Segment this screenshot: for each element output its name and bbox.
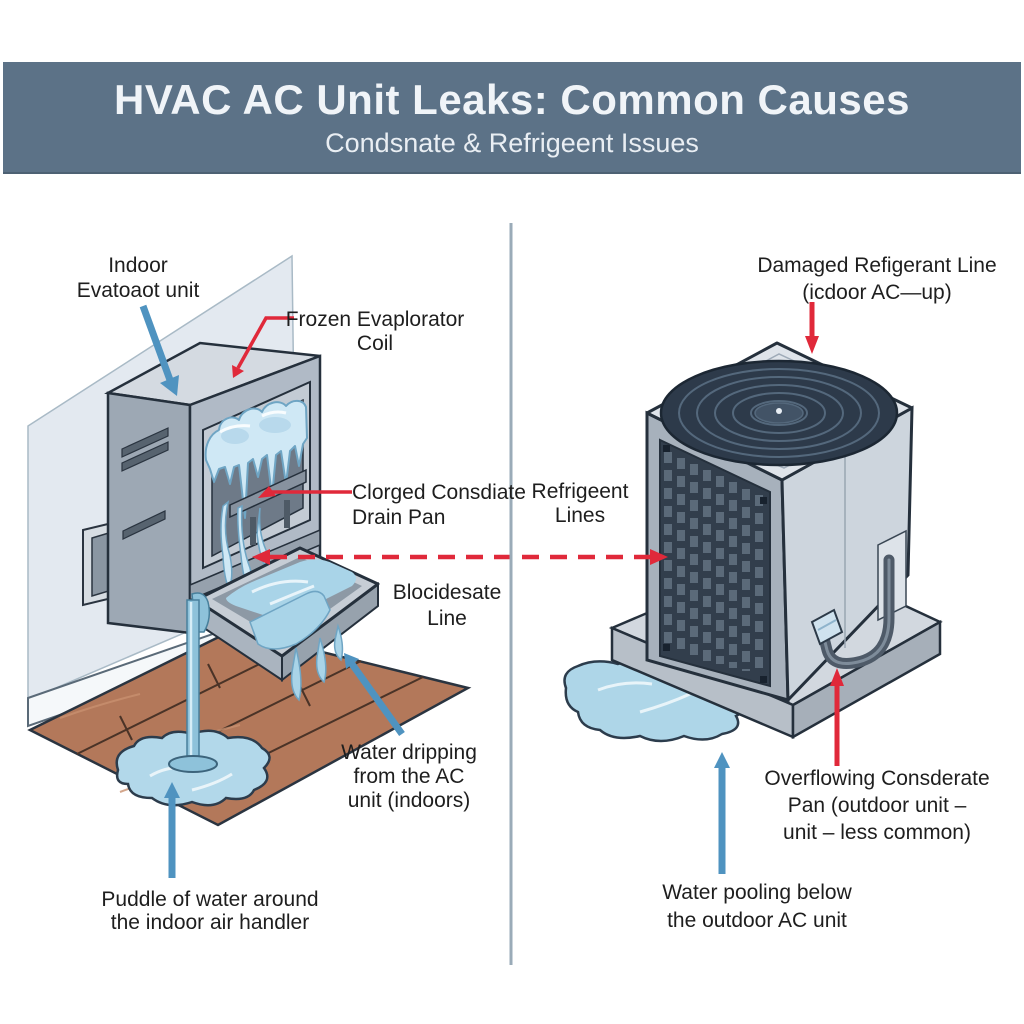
label-line: Water pooling below	[662, 881, 852, 904]
frozen-coil-ice	[204, 399, 308, 519]
outdoor-unit	[645, 341, 914, 704]
label-water-pooling-outdoor: Water pooling below the outdoor AC unit	[662, 879, 852, 935]
condensate-ledge	[189, 528, 321, 602]
pan-overflow	[249, 590, 331, 650]
label-line: unit – less common)	[783, 821, 971, 844]
label-line: unit (indoors)	[347, 789, 471, 812]
label-line: Damaged Refigerant Line	[757, 254, 997, 277]
label-line: Lines	[554, 504, 606, 527]
label-line: Indoor	[108, 254, 168, 277]
label-refrigerant-lines: Refrigeent Lines	[532, 480, 629, 528]
label-line: Evatoaot unit	[76, 279, 200, 302]
label-line: Pan (outdoor unit –	[787, 794, 967, 817]
label-frozen-evaporator-coil: Frozen Evaplorator Coil	[286, 308, 465, 356]
dashed-refrigerant-connector	[252, 549, 668, 565]
label-line: Water dripping	[341, 741, 477, 764]
indoor-scene	[27, 254, 472, 827]
label-line: the outdoor AC unit	[667, 909, 847, 932]
label-line: (icdoor AC—up)	[802, 281, 952, 304]
blue-arrow-indoor-unit	[139, 304, 179, 396]
label-clogged-condensate-drain-pan: Clorged Consdiate Drain Pan	[352, 480, 526, 530]
outdoor-scene	[563, 341, 943, 743]
label-line: Blocidesate	[392, 581, 502, 604]
label-line: from the AC	[353, 765, 465, 788]
water-stream	[168, 592, 218, 773]
label-line: Line	[427, 607, 467, 630]
label-water-dripping-indoors: Water dripping from the AC unit (indoors…	[341, 741, 477, 813]
vent-grille	[659, 438, 771, 688]
page-title: HVAC AC Unit Leaks: Common Causes	[114, 76, 910, 123]
red-leader-clogged-pan	[258, 486, 352, 498]
label-damaged-refrigerant-line: Damaged Refigerant Line (icdoor AC—up)	[757, 252, 996, 306]
page-subtitle: Condsnate & Refrigeent Issues	[325, 128, 699, 158]
label-line: Clorged Consdiate	[352, 481, 526, 504]
label-line: Overflowing Consderate	[764, 767, 990, 790]
blue-arrow-water-dripping	[344, 653, 405, 737]
blue-arrow-outdoor-pooling	[714, 752, 730, 874]
label-line: Refrigeent	[531, 480, 629, 503]
label-blocked-condensate-line: Blocidesate Line	[393, 580, 502, 632]
label-line: Frozen Evaplorator	[285, 308, 465, 331]
vent-slats	[121, 427, 169, 540]
label-line: the indoor air handler	[110, 911, 310, 934]
label-indoor-puddle: Puddle of water around the indoor air ha…	[101, 888, 318, 934]
label-line: Drain Pan	[352, 506, 446, 529]
blue-arrow-indoor-puddle	[164, 782, 180, 878]
header-banner: HVAC AC Unit Leaks: Common Causes Condsn…	[3, 62, 1021, 174]
label-overflowing-condensate-pan: Overflowing Consderate Pan (outdoor unit…	[764, 765, 989, 846]
pan-water	[226, 559, 356, 619]
red-leader-frozen-coil	[232, 316, 294, 378]
red-arrow-damaged-line	[805, 302, 819, 354]
red-arrow-overflow-pan	[830, 668, 844, 766]
label-indoor-evaporator-unit: Indoor Evatoaot unit	[77, 253, 200, 303]
drain-pan	[194, 546, 380, 702]
refrigerant-pipe	[810, 529, 907, 669]
fan-grille	[659, 359, 899, 467]
label-line: Coil	[356, 332, 394, 355]
label-line: Puddle of water around	[101, 888, 319, 911]
